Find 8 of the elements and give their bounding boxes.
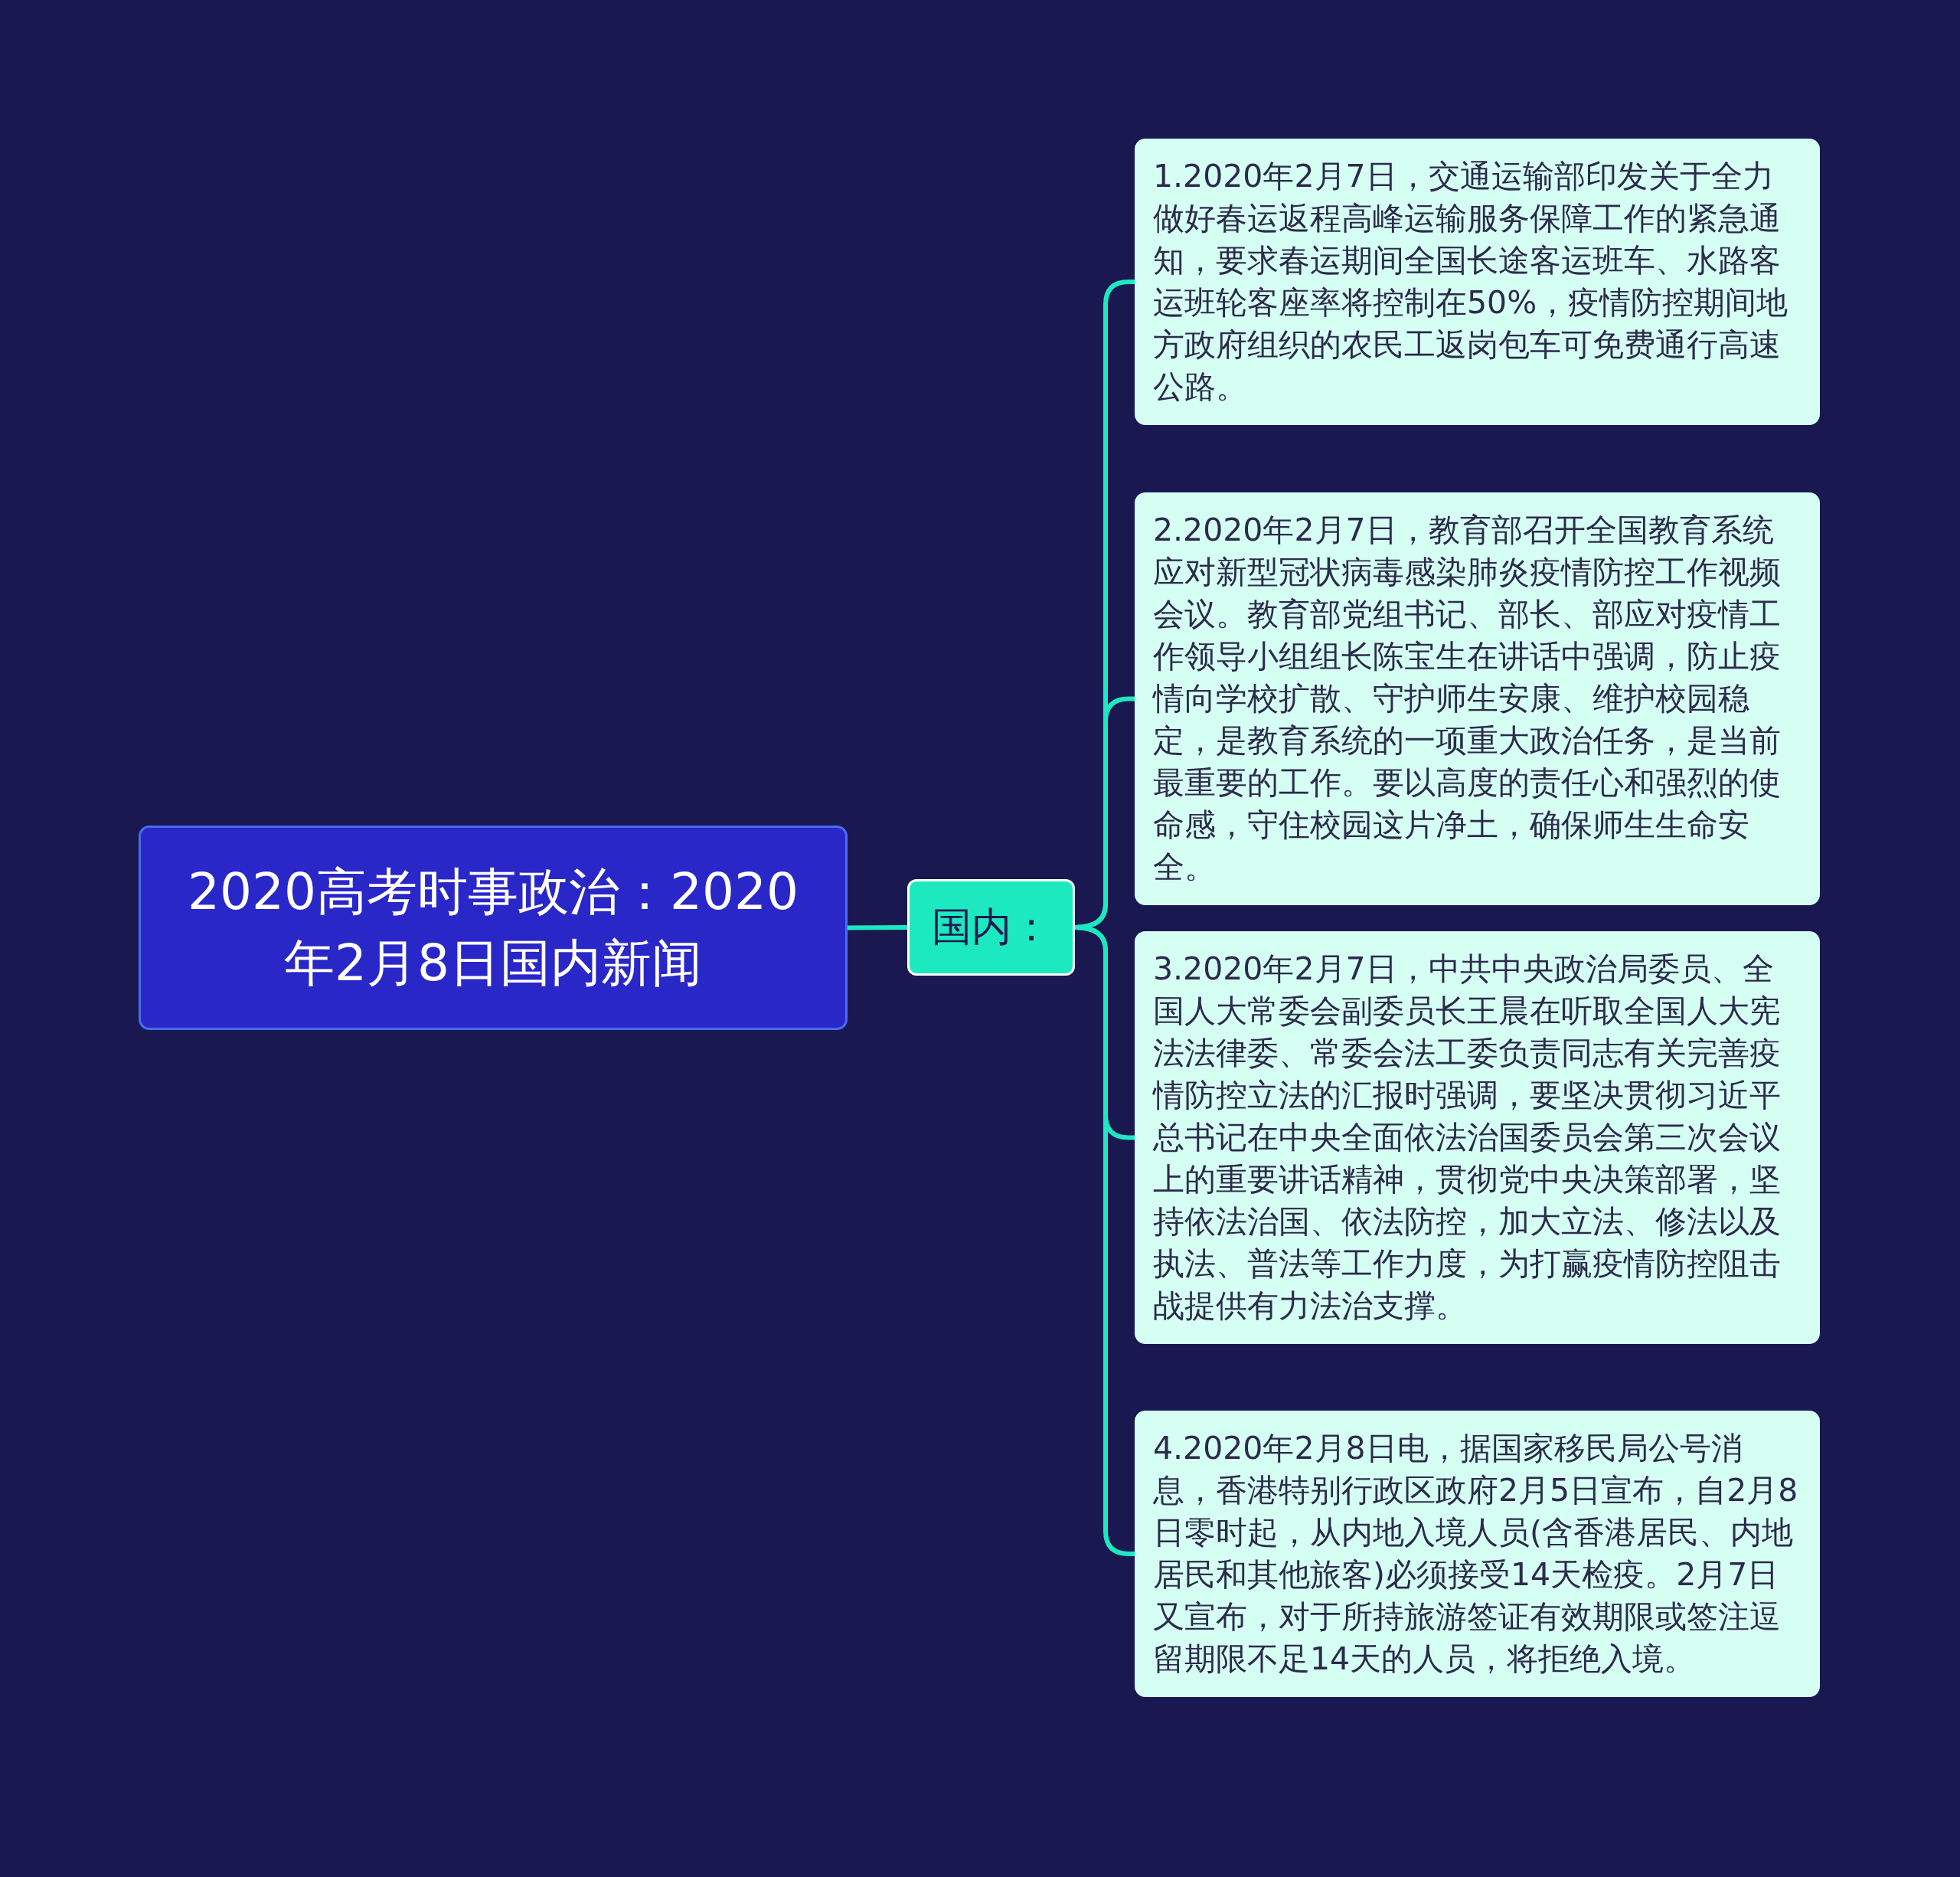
news-item-box: 4.2020年2月8日电，据国家移民局公号消息，香港特别行政区政府2月5日宣布，自2月8日零时起，从内地入境人员(含香港居民、内地居民和其他旅客)必须接受14天检疫。2月7日又宣布，对于所持旅游签证有效期限或签注逗留期限不足14天的人员，将拒绝入境。 bbox=[1135, 1411, 1820, 1697]
branch-topic-box: 国内： bbox=[907, 879, 1075, 976]
root-topic-box: 2020高考时事政治：2020年2月8日国内新闻 bbox=[139, 826, 848, 1030]
news-item-box: 1.2020年2月7日，交通运输部印发关于全力做好春运返程高峰运输服务保障工作的紧急通知，要求春运期间全国长途客运班车、水路客运班轮客座率将控制在50%，疫情防控期间地方政府组织的农民工返岗包车可免费通行高速公路。 bbox=[1135, 139, 1820, 425]
connector-line bbox=[847, 925, 908, 930]
news-item-box: 2.2020年2月7日，教育部召开全国教育系统应对新型冠状病毒感染肺炎疫情防控工作视频会议。教育部党组书记、部长、部应对疫情工作领导小组组长陈宝生在讲话中强调，防止疫情向学校扩散、守护师生安康、维护校园稳定，是教育系统的一项重大政治任务，是当前最重要的工作。要以高度的责任心和强烈的使命感，守住校园这片净土，确保师生生命安全。 bbox=[1135, 492, 1820, 905]
news-item-box: 3.2020年2月7日，中共中央政治局委员、全国人大常委会副委员长王晨在听取全国人大宪法法律委、常委会法工委负责同志有关完善疫情防控立法的汇报时强调，要坚决贯彻习近平总书记在中央全面依法治国委员会第三次会议上的重要讲话精神，贯彻党中央决策部署，坚持依法治国、依法防控，加大立法、修法以及执法、普法等工作力度，为打赢疫情防控阻击战提供有力法治支撑。 bbox=[1135, 931, 1820, 1344]
connector-line bbox=[1074, 925, 1135, 1556]
